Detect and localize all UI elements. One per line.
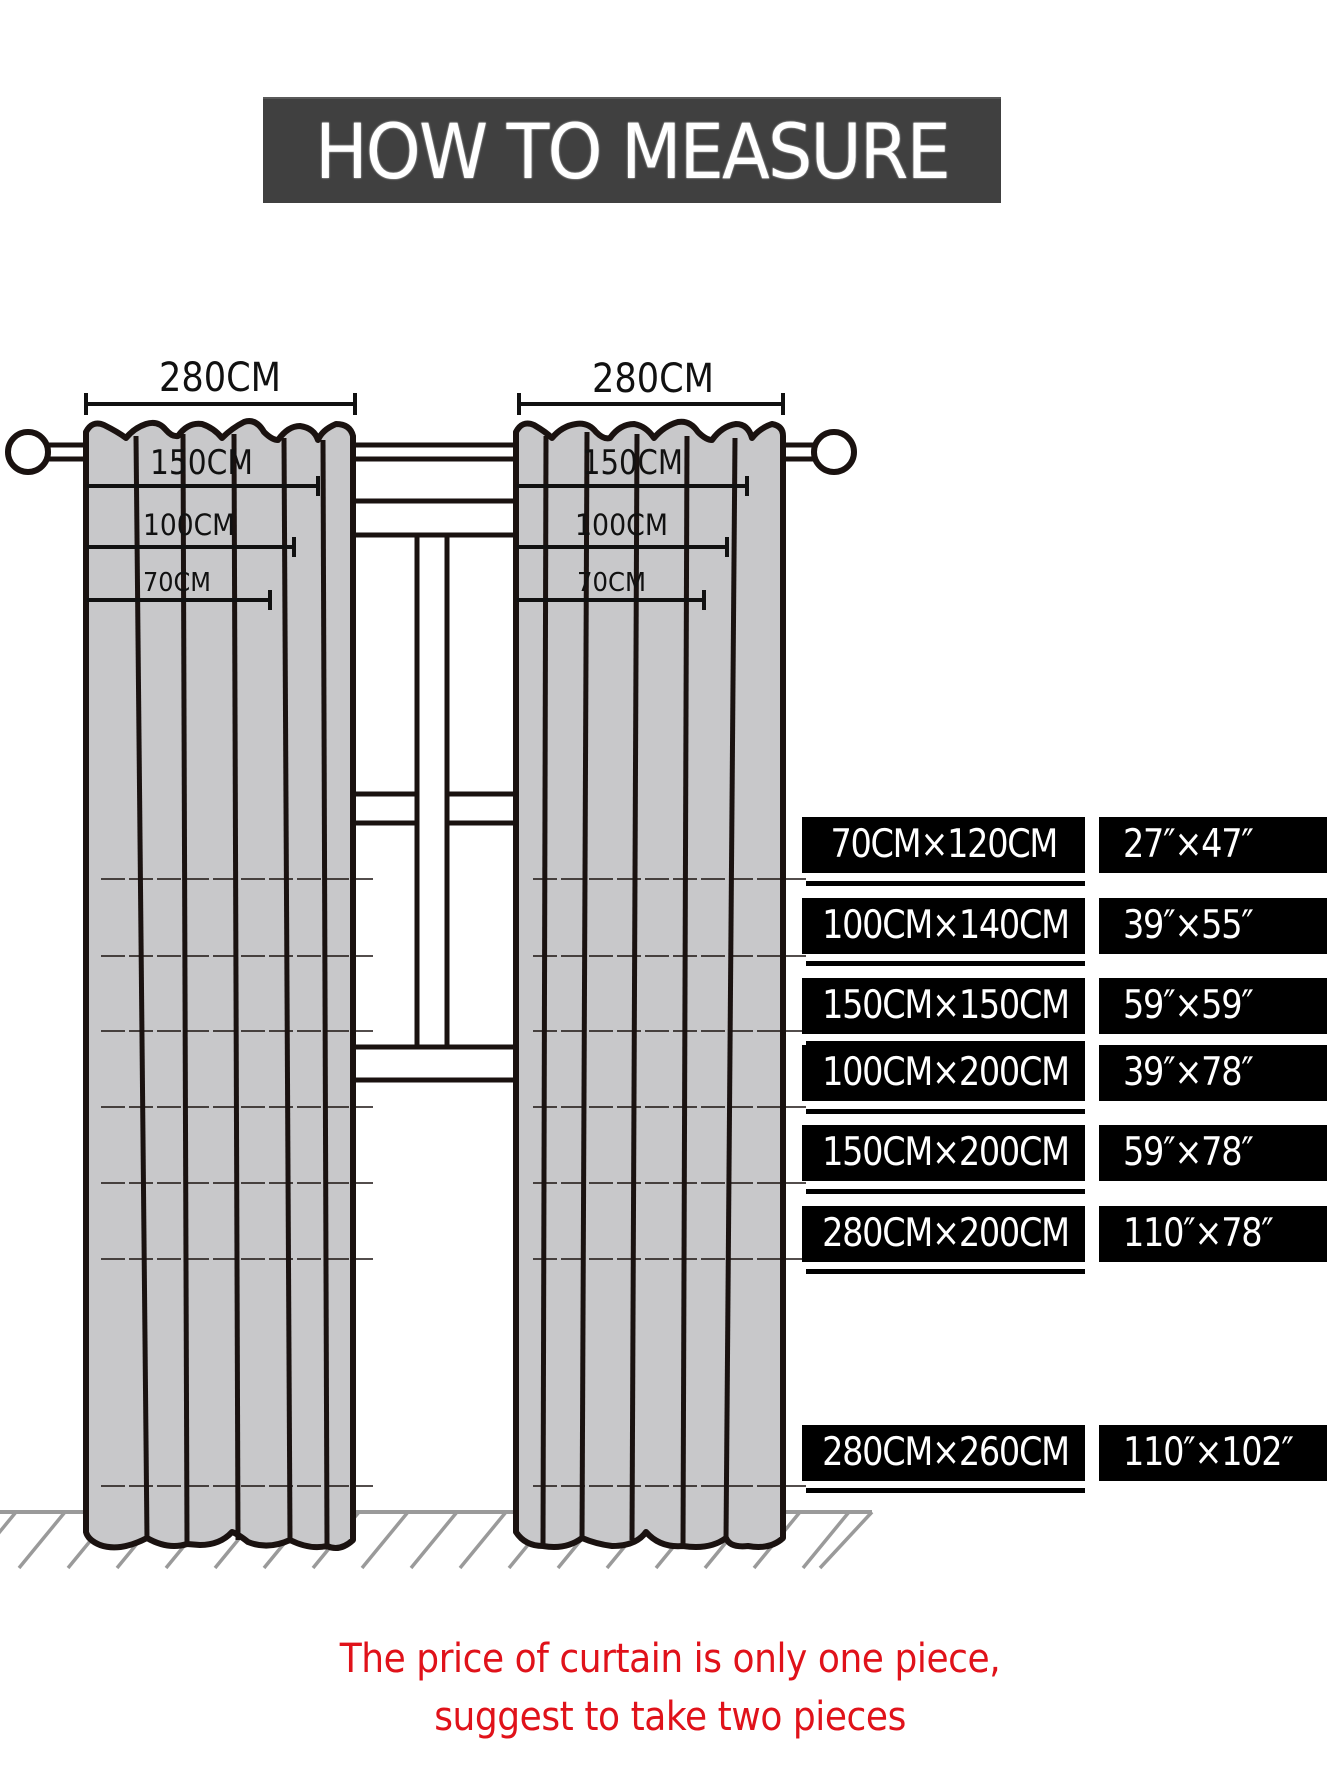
size-cm-label: 280CM×260CM bbox=[802, 1425, 1085, 1481]
size-underline bbox=[806, 1041, 1085, 1046]
window-frame bbox=[353, 498, 515, 1083]
left-sub-width-70: 70CM bbox=[143, 568, 211, 598]
right-sub-width-70: 70CM bbox=[577, 568, 646, 598]
size-cm-label: 70CM×120CM bbox=[802, 817, 1085, 873]
size-inch-label: 110″×102″ bbox=[1099, 1425, 1327, 1481]
size-cm-label: 280CM×200CM bbox=[802, 1206, 1085, 1262]
left-sub-width-100: 100CM bbox=[143, 508, 235, 542]
right-width-label: 280CM bbox=[592, 356, 714, 402]
size-cm-label: 150CM×150CM bbox=[802, 978, 1085, 1034]
title-banner: HOW TO MEASURE bbox=[263, 97, 1001, 203]
rod-finial-left bbox=[5, 429, 51, 475]
size-underline bbox=[806, 1189, 1085, 1194]
width-dimension-bars bbox=[84, 393, 785, 610]
rod-finial-right bbox=[811, 429, 857, 475]
note-line-2: suggest to take two pieces bbox=[434, 1694, 906, 1740]
size-underline bbox=[806, 1269, 1085, 1274]
right-sub-width-100: 100CM bbox=[575, 508, 668, 542]
right-curtain bbox=[513, 418, 786, 1550]
size-inch-label: 39″×55″ bbox=[1099, 898, 1327, 954]
left-curtain bbox=[83, 418, 356, 1551]
right-sub-width-150: 150CM bbox=[582, 443, 683, 483]
note-line-1: The price of curtain is only one piece, bbox=[339, 1636, 1001, 1682]
left-width-label: 280CM bbox=[159, 355, 281, 401]
size-cm-label: 100CM×140CM bbox=[802, 898, 1085, 954]
size-underline bbox=[806, 1488, 1085, 1493]
size-inch-label: 59″×59″ bbox=[1099, 978, 1327, 1034]
size-underline bbox=[806, 1109, 1085, 1114]
size-inch-label: 59″×78″ bbox=[1099, 1125, 1327, 1181]
size-inch-label: 39″×78″ bbox=[1099, 1045, 1327, 1101]
size-cm-label: 100CM×200CM bbox=[802, 1045, 1085, 1101]
page-title: HOW TO MEASURE bbox=[315, 106, 951, 196]
size-underline bbox=[806, 881, 1085, 886]
size-underline bbox=[806, 961, 1085, 966]
size-cm-label: 150CM×200CM bbox=[802, 1125, 1085, 1181]
left-sub-width-150: 150CM bbox=[150, 443, 253, 483]
length-guides bbox=[101, 878, 806, 1487]
size-inch-label: 27″×47″ bbox=[1099, 817, 1327, 873]
size-inch-label: 110″×78″ bbox=[1099, 1206, 1327, 1262]
